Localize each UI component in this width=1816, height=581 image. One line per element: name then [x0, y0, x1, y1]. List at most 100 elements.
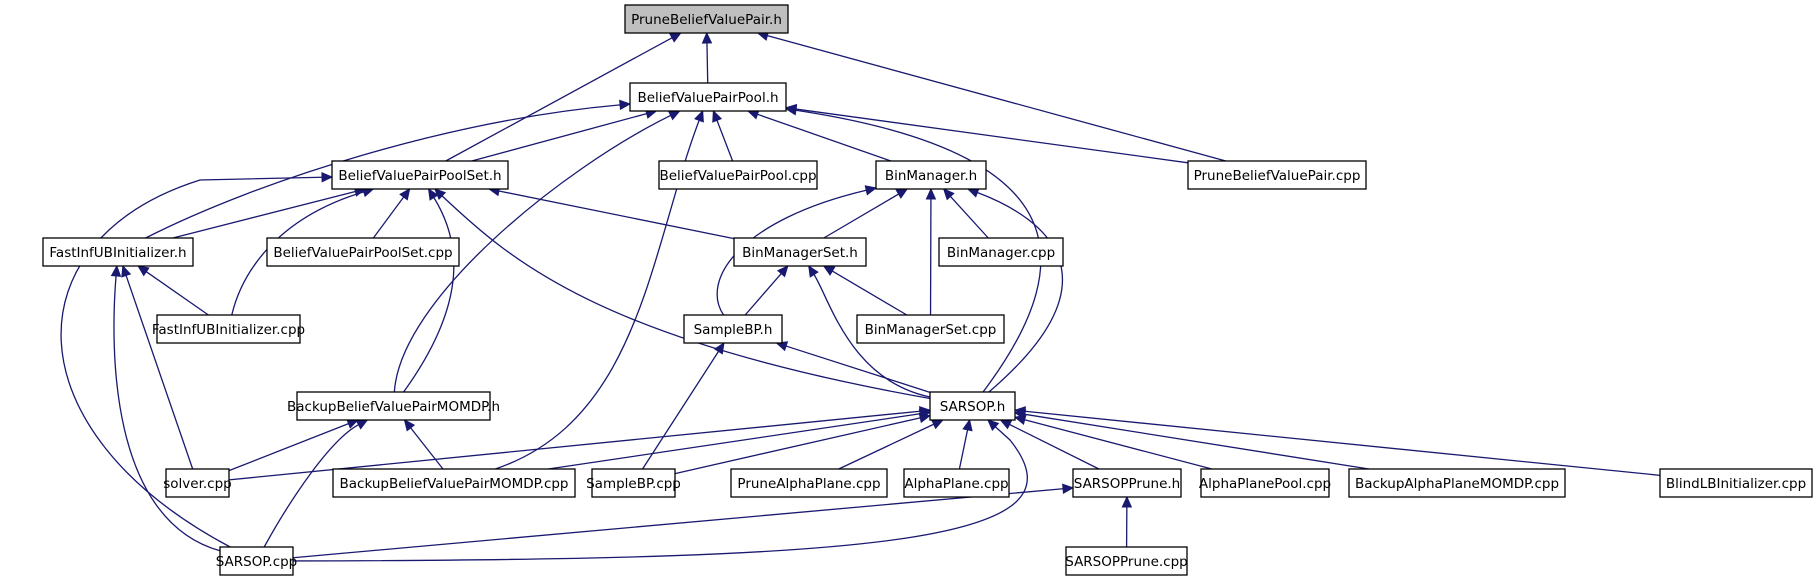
graph-node[interactable]: SampleBP.h — [683, 314, 783, 344]
graph-node[interactable]: BinManager.h — [875, 160, 987, 190]
node-box[interactable] — [1348, 468, 1566, 498]
graph-node[interactable]: FastInfUBInitializer.h — [42, 237, 194, 267]
arrowhead-icon — [619, 99, 632, 111]
arrowhead-icon — [701, 31, 713, 44]
node-box[interactable] — [332, 468, 576, 498]
edge-bms_h-to-bm_h — [823, 193, 899, 239]
graph-node[interactable]: SARSOP.h — [929, 391, 1016, 421]
graph-node[interactable]: PruneAlphaPlane.cpp — [730, 468, 888, 498]
edge-ap_cpp-to-sarsop_h — [958, 429, 969, 470]
node-label: BeliefValuePairPool.cpp — [659, 168, 816, 184]
arrowhead-icon — [942, 188, 955, 201]
node-box[interactable] — [1072, 468, 1182, 498]
node-label: BeliefValuePairPoolSet.cpp — [273, 245, 452, 261]
graph-node[interactable]: SampleBP.cpp — [586, 468, 681, 498]
node-label: BackupBeliefValuePairMOMDP.cpp — [340, 476, 569, 492]
node-label: BackupAlphaPlaneMOMDP.cpp — [1355, 476, 1559, 492]
arrowhead-icon — [403, 419, 416, 432]
edge-sarsop_h-to-bvpp_h — [795, 109, 1042, 393]
node-box[interactable] — [683, 314, 783, 344]
node-box[interactable] — [156, 314, 301, 344]
node-label: SARSOP.cpp — [216, 554, 298, 570]
edge-sarsop_h-to-bms_h — [813, 274, 931, 398]
root-node: PruneBeliefValuePair.h — [624, 4, 789, 34]
arrowhead-icon — [694, 109, 704, 123]
node-box[interactable] — [331, 160, 509, 190]
edge-fui_h-to-bvpp_h — [145, 104, 621, 239]
graph-node[interactable]: PruneBeliefValuePair.cpp — [1187, 160, 1367, 190]
node-box[interactable] — [938, 237, 1064, 267]
arrowhead-icon — [1013, 406, 1026, 417]
node-label: AlphaPlanePool.cpp — [1199, 476, 1331, 492]
node-label: BlindLBInitializer.cpp — [1666, 476, 1806, 492]
edge-pbvp_cpp-to-pbvp_h — [767, 35, 1226, 162]
arrowhead-icon — [895, 188, 909, 199]
arrowhead-icon — [962, 418, 973, 432]
edge-sarsop_cpp-to-bbvpm_h — [263, 424, 359, 548]
graph-node[interactable]: BeliefValuePairPoolSet.h — [331, 160, 509, 190]
graph-node[interactable]: BeliefValuePairPool.h — [629, 82, 787, 112]
edges-layer — [60, 30, 1661, 562]
node-box[interactable] — [42, 237, 194, 267]
arrowhead-icon — [712, 109, 723, 123]
edge-sarsop_h-to-sbp_h — [785, 345, 931, 393]
node-label: AlphaPlane.cpp — [904, 476, 1008, 492]
edge-sp_h-to-sarsop_h — [1009, 423, 1100, 470]
graph-node[interactable]: AlphaPlanePool.cpp — [1199, 468, 1331, 498]
edge-bbvpm_h-to-bvpps_h — [403, 197, 455, 393]
graph-node[interactable]: SARSOP.cpp — [216, 546, 298, 576]
node-label: BinManagerSet.h — [742, 245, 858, 261]
edge-fui_cpp-to-bvpps_h — [231, 191, 364, 316]
edge-solver_cpp-to-fui_h — [125, 275, 194, 470]
arrowhead-icon — [321, 171, 334, 183]
node-box[interactable] — [591, 468, 676, 498]
node-label: FastInfUBInitializer.cpp — [152, 322, 305, 338]
node-box — [624, 4, 789, 34]
arrowhead-icon — [427, 187, 439, 201]
graph-node[interactable]: BinManagerSet.cpp — [856, 314, 1005, 344]
graph-node[interactable]: solver.cpp — [163, 468, 232, 498]
graph-node[interactable]: BeliefValuePairPool.cpp — [658, 160, 818, 190]
edge-sarsop_cpp-to-fui_h — [113, 275, 221, 552]
graph-node[interactable]: BlindLBInitializer.cpp — [1659, 468, 1813, 498]
edge-bm_h-to-bvpp_h — [757, 113, 892, 162]
node-box[interactable] — [730, 468, 888, 498]
node-box[interactable] — [875, 160, 987, 190]
node-box[interactable] — [219, 546, 294, 576]
node-box[interactable] — [629, 82, 787, 112]
node-label: BinManager.h — [885, 168, 977, 184]
edge-bvpp_cpp-to-bvpp_h — [716, 120, 734, 162]
node-box[interactable] — [1065, 546, 1188, 576]
arrowhead-icon — [433, 188, 447, 201]
graph-node[interactable]: BinManagerSet.h — [733, 237, 867, 267]
node-label: BeliefValuePairPool.h — [637, 90, 778, 106]
arrowhead-icon — [667, 110, 681, 121]
node-label: BinManager.cpp — [947, 245, 1055, 261]
graph-node[interactable]: BinManager.cpp — [938, 237, 1064, 267]
node-label: BeliefValuePairPoolSet.h — [338, 168, 501, 184]
node-box[interactable] — [266, 237, 460, 267]
node-box[interactable] — [856, 314, 1005, 344]
edge-sbp_h-to-bms_h — [744, 273, 782, 316]
graph-node[interactable]: BeliefValuePairPoolSet.cpp — [266, 237, 460, 267]
arrowhead-icon — [999, 419, 1013, 430]
node-box[interactable] — [658, 160, 818, 190]
graph-node[interactable]: BackupBeliefValuePairMOMDP.h — [287, 391, 500, 421]
node-box[interactable] — [1187, 160, 1367, 190]
node-box[interactable] — [296, 391, 491, 421]
graph-node[interactable]: AlphaPlane.cpp — [903, 468, 1010, 498]
node-box[interactable] — [165, 468, 230, 498]
graph-node[interactable]: SARSOPPrune.cpp — [1065, 546, 1188, 576]
node-box[interactable] — [1200, 468, 1330, 498]
node-box[interactable] — [733, 237, 867, 267]
node-box[interactable] — [1659, 468, 1813, 498]
graph-node[interactable]: BackupBeliefValuePairMOMDP.cpp — [332, 468, 576, 498]
arrowhead-icon — [355, 419, 369, 430]
arrowhead-icon — [776, 265, 789, 278]
node-box[interactable] — [903, 468, 1010, 498]
edge-solver_cpp-to-bbvpm_h — [228, 423, 349, 472]
graph-node[interactable]: FastInfUBInitializer.cpp — [152, 314, 305, 344]
node-box[interactable] — [929, 391, 1016, 421]
graph-node[interactable]: SARSOPPrune.h — [1072, 468, 1182, 498]
graph-node[interactable]: BackupAlphaPlaneMOMDP.cpp — [1348, 468, 1566, 498]
